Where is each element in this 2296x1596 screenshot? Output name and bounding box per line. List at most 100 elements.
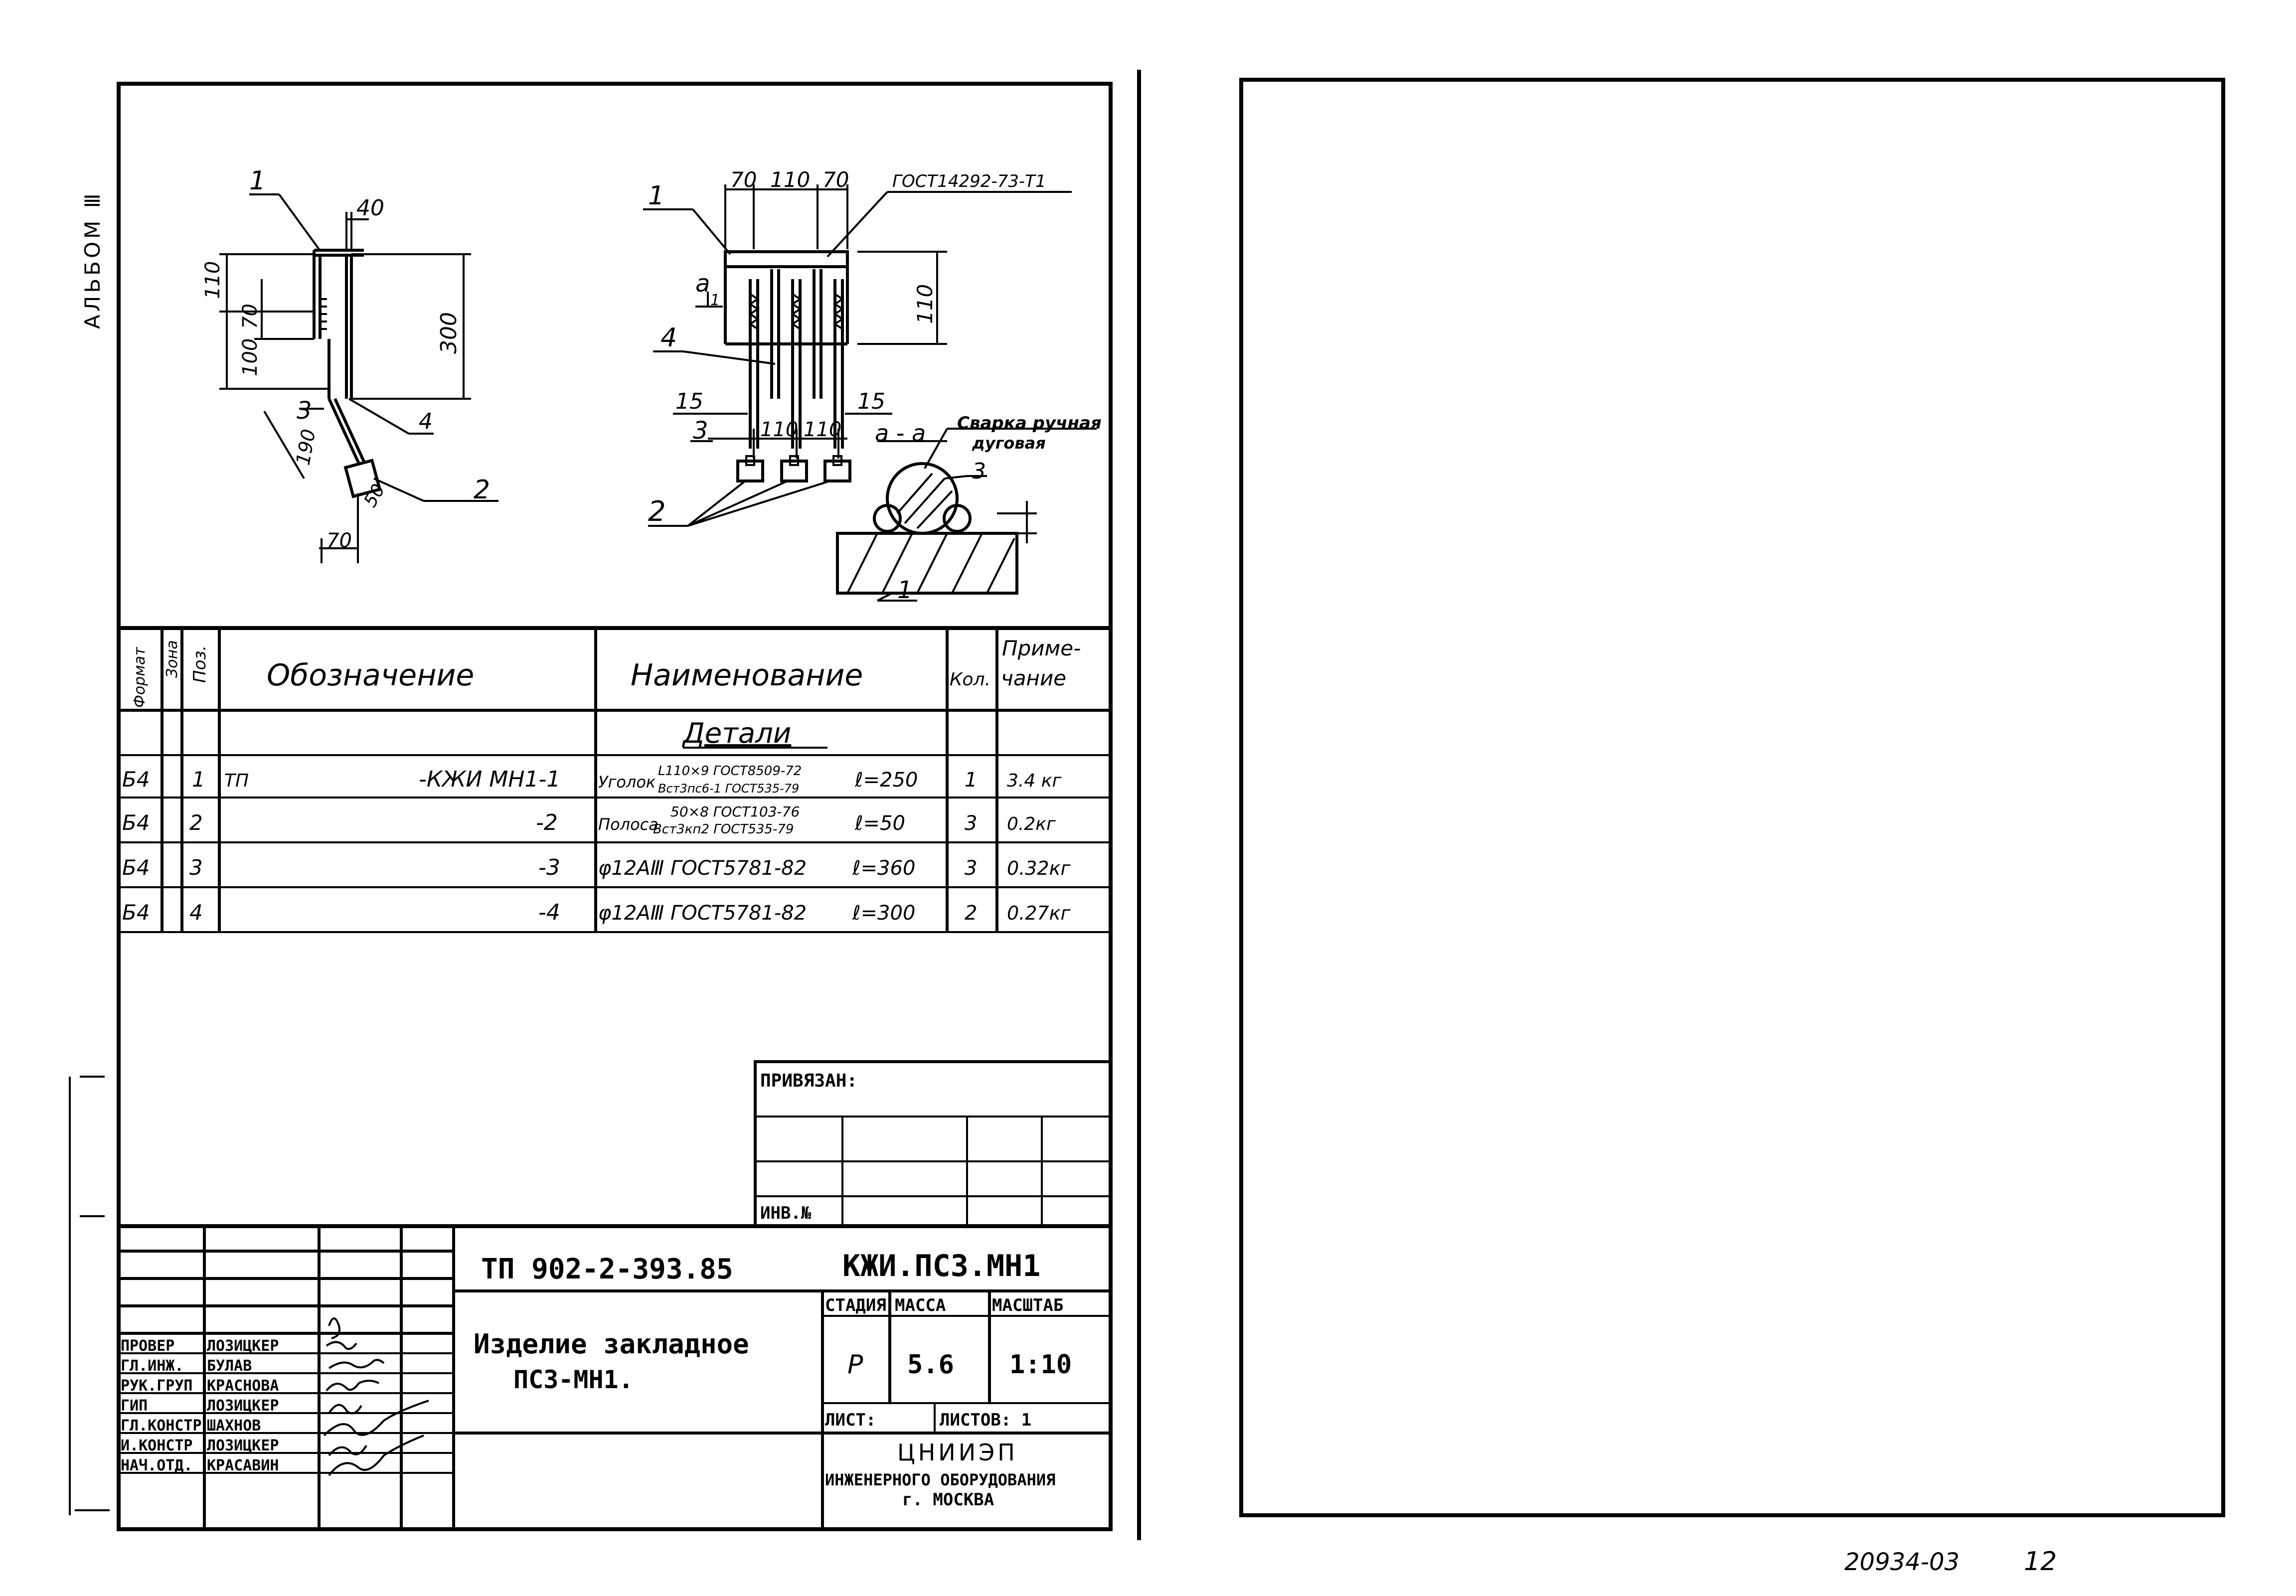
table-row: Б4 3 -3 φ12AⅢ ГОСТ5781-82 ℓ=360 3 0.32кг (122, 855, 1071, 880)
mass-label: МАССА (895, 1295, 946, 1315)
d2-dim-110-b2: 110 (804, 418, 841, 441)
role-label: ПРОВЕР (121, 1337, 174, 1355)
spec-table-grid (119, 626, 1111, 933)
row1-name-main: Уголок (598, 773, 656, 792)
role-label: ГИП (121, 1397, 148, 1415)
hdr-designation: Обозначение (267, 658, 474, 693)
d1-pos-4: 4 (419, 409, 433, 434)
hdr-format: Формат (131, 646, 149, 708)
row2-note: 0.2кг (1007, 814, 1056, 834)
binding-inv: ИНВ.№ (760, 1203, 812, 1223)
d2-gost-callout: ГОСТ14292-73-Т1 (892, 171, 1046, 191)
d1-dim-50: 50 (360, 480, 389, 510)
d2-section-mark: a (695, 270, 710, 298)
row2-name-line2: Вст3кп2 ГОСТ535-79 (653, 822, 794, 837)
role-label: НАЧ.ОТД. (121, 1457, 193, 1474)
role-label: ГЛ.КОНСТР (121, 1417, 202, 1435)
org-line2: ИНЖЕНЕРНОГО ОБОРУДОВАНИЯ (825, 1470, 1055, 1489)
row3-name-main: φ12AⅢ ГОСТ5781-82 (598, 857, 807, 880)
row3-length: ℓ=360 (852, 857, 915, 880)
footer-code: 20934-03 (1844, 1548, 1960, 1576)
row2-name-main: Полоса (598, 815, 658, 834)
role-label: И.КОНСТР (121, 1437, 193, 1454)
signature-list: ПРОВЕР ЛОЗИЦКЕР ГЛ.ИНЖ. БУЛАВ РУК.ГРУП К… (121, 1337, 279, 1474)
d1-dim-300: 300 (436, 312, 462, 354)
drawing-1-side-view (219, 193, 498, 563)
item-name-line1: Изделие закладное (474, 1328, 749, 1360)
row1-name-line1: L110×9 ГОСТ8509-72 (658, 764, 802, 779)
weld-note-line2: дуговая (972, 434, 1046, 453)
d2-pos-4: 4 (660, 323, 677, 353)
row4-pos: 4 (189, 900, 203, 925)
hdr-zone: Зона (164, 640, 181, 678)
row1-name-line2: Вст3пс6-1 ГОСТ535-79 (658, 782, 799, 796)
d2-dim-15-left: 15 (675, 389, 703, 414)
stage-value: Р (847, 1350, 863, 1380)
row2-format: Б4 (122, 810, 150, 835)
role-name: ЛОЗИЦКЕР (207, 1397, 279, 1415)
section-pos-3: 3 (972, 459, 986, 484)
row1-length: ℓ=250 (854, 769, 918, 792)
row1-designation: -КЖИ МН1-1 (419, 767, 560, 792)
d2-pos-3: 3 (693, 417, 708, 445)
row1-format: Б4 (122, 767, 150, 792)
d2-dim-15-right: 15 (857, 389, 885, 414)
row3-pos: 3 (189, 855, 203, 880)
scale-label: МАСШТАБ (992, 1295, 1063, 1315)
d1-pos-3: 3 (297, 397, 312, 425)
row1-designation-prefix: ТП (224, 771, 249, 791)
d2-pos-2: 2 (648, 495, 666, 528)
hdr-note-2: чание (1001, 666, 1066, 690)
drawing-code: КЖИ.ПС3.МН1 (842, 1249, 1040, 1283)
row4-note: 0.27кг (1007, 902, 1071, 924)
footer-page: 12 (2024, 1547, 2057, 1577)
role-label: ГЛ.ИНЖ. (121, 1357, 183, 1375)
d2-dim-110-right: 110 (913, 284, 937, 324)
row1-pos: 1 (192, 767, 205, 792)
d2-dim-70-left: 70 (730, 167, 757, 192)
d2-section-mark-num: 1 (710, 292, 720, 309)
d1-pos-1: 1 (249, 166, 266, 196)
role-name: ШАХНОВ (207, 1417, 261, 1435)
row2-name-line1: 50×8 ГОСТ103-76 (670, 803, 800, 820)
item-name-line2: ПС3-МН1. (513, 1365, 634, 1394)
binding-margin (69, 1076, 110, 1515)
table-row: Б4 4 -4 φ12AⅢ ГОСТ5781-82 ℓ=300 2 0.27кг (122, 900, 1071, 925)
d2-dim-110-b1: 110 (760, 418, 798, 441)
row3-designation: -3 (538, 855, 560, 880)
table-row: Б4 1 ТП -КЖИ МН1-1 Уголок L110×9 ГОСТ850… (122, 764, 1062, 796)
hdr-pos: Поз. (190, 645, 210, 683)
role-name: КРАСАВИН (207, 1457, 279, 1474)
weld-note-line1: Сварка ручная (957, 413, 1102, 433)
sheets-label: ЛИСТОВ: 1 (940, 1410, 1031, 1430)
role-name: БУЛАВ (207, 1357, 252, 1375)
row4-designation: -4 (538, 900, 560, 925)
row4-length: ℓ=300 (852, 902, 915, 925)
row2-qty: 3 (965, 812, 977, 835)
d1-dim-40: 40 (356, 195, 384, 221)
mass-value: 5.6 (907, 1350, 954, 1380)
project-code: ТП 902-2-393.85 (481, 1253, 733, 1285)
role-name: ЛОЗИЦКЕР (207, 1337, 279, 1355)
row2-pos: 2 (189, 810, 203, 835)
hdr-name: Наименование (631, 658, 863, 693)
sheet-label: ЛИСТ: (825, 1410, 876, 1430)
d2-pos-1: 1 (648, 181, 664, 211)
hdr-note-1: Приме- (1002, 636, 1081, 660)
row4-format: Б4 (122, 900, 150, 925)
org-line3: г. МОСКВА (902, 1490, 994, 1510)
d1-dim-70-bottom: 70 (327, 529, 352, 552)
row2-length: ℓ=50 (854, 812, 905, 835)
role-label: РУК.ГРУП (121, 1377, 193, 1395)
row3-format: Б4 (122, 855, 150, 880)
handwritten-signatures (323, 1317, 429, 1476)
section-a-a (836, 428, 1097, 602)
drawing-2-front-view (643, 184, 1072, 527)
album-label: АЛЬБОМ Ⅲ (80, 190, 105, 329)
row4-name-main: φ12AⅢ ГОСТ5781-82 (598, 902, 807, 925)
hdr-qty: Кол. (950, 669, 990, 690)
right-sheet-frame (1239, 78, 2225, 1517)
spec-section-title: Детали (681, 717, 791, 750)
role-name: ЛОЗИЦКЕР (207, 1437, 279, 1454)
